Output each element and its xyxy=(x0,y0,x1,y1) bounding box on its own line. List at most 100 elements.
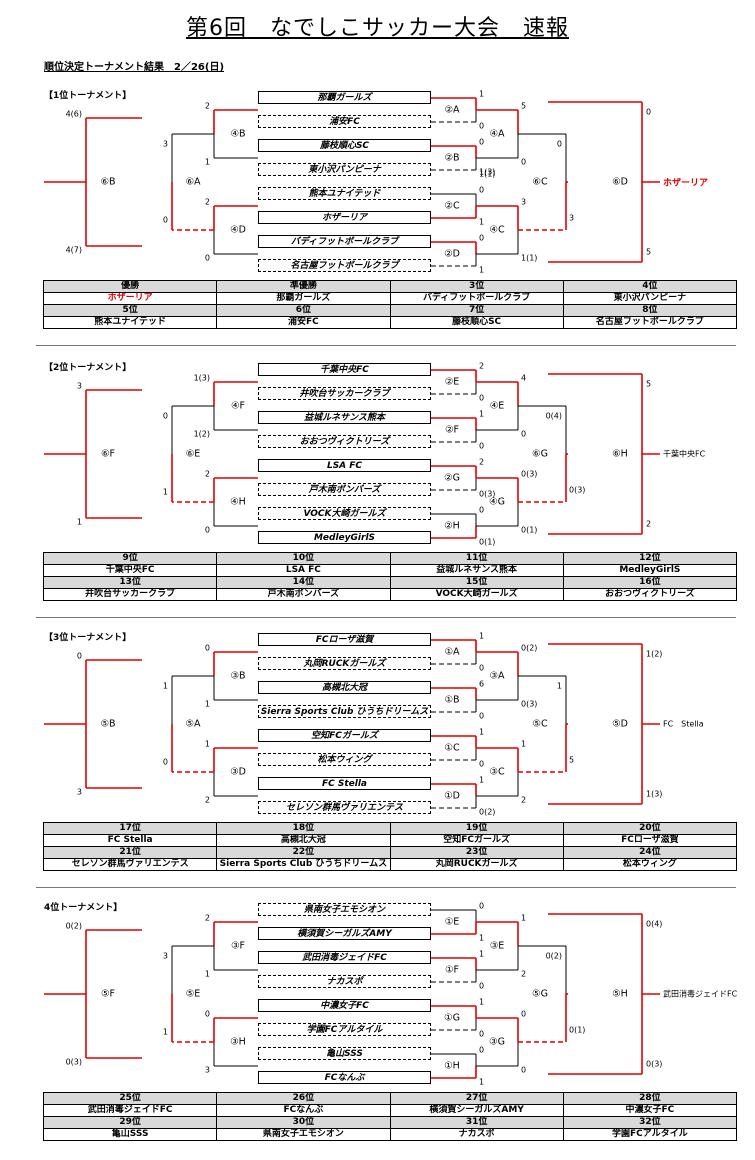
score: 0 xyxy=(521,429,527,439)
match-label: ②E xyxy=(444,376,460,388)
score: 0 xyxy=(162,411,168,421)
rank-team: ナカスポ xyxy=(389,1128,564,1141)
rank-team: おおつヴィクトリーズ xyxy=(562,588,738,601)
rank-team: セレソン群馬ヴァリエンテス xyxy=(42,858,218,871)
rank-team: 熊本ユナイテッド xyxy=(42,316,218,329)
rank-label: 31位 xyxy=(389,1116,564,1129)
page-subtitle: 順位決定トーナメント結果 2／26(日) xyxy=(44,62,225,73)
team-box: 亀山SSS xyxy=(258,1047,431,1060)
team-box: 学園FCアルタイル xyxy=(258,1023,431,1036)
rank-label: 11位 xyxy=(389,552,564,565)
score: 0(2) xyxy=(479,807,496,817)
score: 1 xyxy=(479,409,485,419)
team-box: FCなんぶ xyxy=(258,1071,431,1084)
team-box: 戸木南ボンバーズ xyxy=(258,483,431,496)
score: 0(3) xyxy=(521,469,538,479)
match-label: ④C xyxy=(489,224,505,236)
rank-label: 14位 xyxy=(216,576,391,589)
score: 1(3) xyxy=(193,373,210,383)
tournament-winner: FC Stella xyxy=(663,719,704,729)
score: 4(7) xyxy=(65,245,82,255)
rank-team: FCローザ滋賀 xyxy=(562,834,738,847)
rank-label: 12位 xyxy=(562,552,738,565)
team-box: 丸岡RUCKガールズ xyxy=(258,657,431,670)
score: 2 xyxy=(204,197,210,207)
score: 1 xyxy=(162,681,168,691)
match-label: ②F xyxy=(445,424,459,436)
rank-team: 中濃女子FC xyxy=(562,1104,738,1117)
match-label: ⑥D xyxy=(612,176,628,188)
score: 3 xyxy=(162,139,168,149)
team-box: 横須賀シーガルズAMY xyxy=(258,927,431,940)
match-label: ③B xyxy=(230,670,246,682)
score: 0 xyxy=(204,525,210,535)
match-label: ②H xyxy=(444,520,460,532)
rank-label: 26位 xyxy=(216,1092,391,1105)
rank-label: 20位 xyxy=(562,822,738,835)
rank-label: 19位 xyxy=(389,822,564,835)
team-box: LSA FC xyxy=(258,459,431,472)
section-heading: 4位トーナメント】 xyxy=(44,903,123,913)
rank-team: ホザーリア xyxy=(42,292,218,305)
rank-team: 藤枝順心SC xyxy=(389,316,564,329)
rank-team: VOCK大崎ガールズ xyxy=(389,588,564,601)
score: 3 xyxy=(76,381,82,391)
match-label: ④F xyxy=(231,400,245,412)
match-label: ⑥C xyxy=(532,176,548,188)
score: 1 xyxy=(204,969,210,979)
score: 0 xyxy=(556,139,562,149)
score: 0(3) xyxy=(569,485,586,495)
team-box: 熊本ユナイテッド xyxy=(258,187,431,200)
score: 5 xyxy=(521,101,527,111)
rank-label: 27位 xyxy=(389,1092,564,1105)
score: 2 xyxy=(521,969,527,979)
match-label: ②G xyxy=(444,472,460,484)
team-box: 益城ルネサンス熊本 xyxy=(258,411,431,424)
score: 2 xyxy=(204,469,210,479)
team-box: セレソン群馬ヴァリエンテス xyxy=(258,801,431,814)
score: 0 xyxy=(76,651,82,661)
score: 0(2) xyxy=(521,643,538,653)
match-label: ④H xyxy=(230,496,246,508)
team-box: 高槻北大冠 xyxy=(258,681,431,694)
rank-label: 22位 xyxy=(216,846,391,859)
score: 1(3) xyxy=(479,167,496,177)
match-label: ①F xyxy=(445,964,459,976)
score: 1 xyxy=(204,739,210,749)
score: 1 xyxy=(556,681,562,691)
score: 1 xyxy=(479,265,485,275)
score: 0 xyxy=(479,1045,485,1055)
score: 1 xyxy=(479,1077,485,1087)
section-heading: 【1位トーナメント】 xyxy=(44,91,132,101)
match-label: ②D xyxy=(444,248,460,260)
team-box: 空知FCガールズ xyxy=(258,729,431,742)
score: 1 xyxy=(479,775,485,785)
team-box: 藤枝順心SC xyxy=(258,139,431,152)
rank-label: 8位 xyxy=(562,304,738,317)
rank-label: 24位 xyxy=(562,846,738,859)
rank-team: 戸木南ボンバーズ xyxy=(216,588,391,601)
rank-label: 32位 xyxy=(562,1116,738,1129)
match-label: ③F xyxy=(231,940,245,952)
rank-label: 29位 xyxy=(42,1116,218,1129)
score: 2 xyxy=(204,101,210,111)
match-label: ⑤C xyxy=(532,718,548,730)
score: 2 xyxy=(479,457,485,467)
score: 5 xyxy=(646,379,652,389)
team-box: 松本ウィング xyxy=(258,753,431,766)
score: 0(4) xyxy=(545,411,562,421)
rank-label: 3位 xyxy=(389,280,564,293)
score: 1 xyxy=(479,727,485,737)
rank-label: 優勝 xyxy=(42,280,218,293)
score: 0 xyxy=(479,441,485,451)
team-box: 那覇ガールズ xyxy=(258,91,431,104)
tournament-winner: ホザーリア xyxy=(663,178,709,189)
match-label: ④E xyxy=(489,400,505,412)
rank-team: 横須賀シーガルズAMY xyxy=(389,1104,564,1117)
match-label: ⑤D xyxy=(612,718,628,730)
score: 4(6) xyxy=(65,109,82,119)
